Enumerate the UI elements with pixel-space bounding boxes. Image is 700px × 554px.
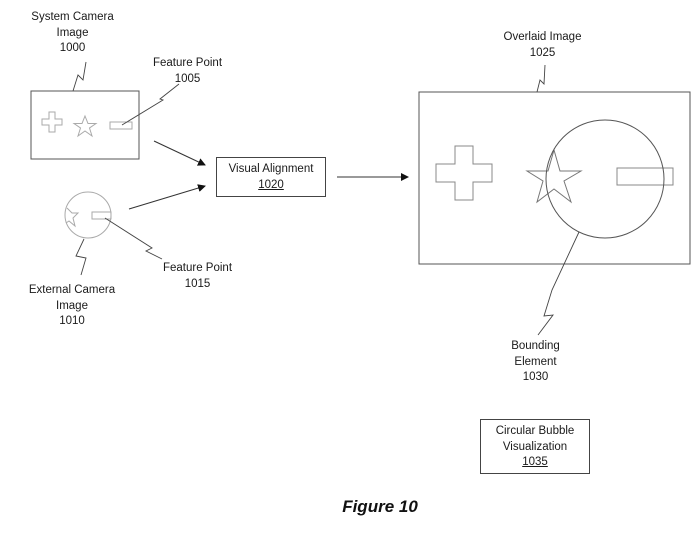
label-overlaid-image: Overlaid Image 1025 [495,30,590,61]
reference-number: 1025 [529,46,556,59]
leader-system-camera [72,61,87,92]
star-shape [72,114,98,138]
cross-shape [435,145,493,201]
bounding-circle [545,119,665,239]
circular-bubble-visualization-box: Circular Bubble Visualization 1035 [480,419,590,474]
cross-shape [41,111,63,133]
label-feature-point-1015: Feature Point 1015 [150,261,245,292]
reference-number: 1000 [59,42,86,54]
leader-feature-point-1005 [121,83,180,126]
arrow-system-to-alignment [153,140,206,166]
external-camera-image [64,191,112,239]
box-label: Visual Alignment [228,163,314,175]
label-text: Element [514,355,557,368]
reference-number: 1010 [59,315,85,327]
label-system-camera-image: System Camera Image 1000 [25,10,120,57]
visual-alignment-box: Visual Alignment 1020 [216,157,326,197]
reference-number: 1015 [184,277,211,290]
leader-bounding-element [537,231,580,336]
label-text: Feature Point [162,262,233,274]
label-bounding-element: Bounding Element 1030 [488,339,583,386]
label-text: Overlaid Image [503,31,582,43]
system-camera-image [30,90,140,160]
box-label: Circular Bubble [495,425,575,437]
label-text: Image [56,26,89,39]
leader-external-camera [75,238,87,276]
arrow-external-to-alignment [128,184,206,210]
label-text: External Camera [28,284,116,296]
star-shape [525,148,583,204]
label-text: Feature Point [152,57,223,69]
label-text: Image [56,299,88,312]
label-text: System Camera [31,11,114,23]
label-external-camera-image: External Camera Image 1010 [22,283,122,330]
box-label: Visualization [502,440,568,453]
label-text: Bounding [511,340,560,352]
rectangle-feature [616,167,674,186]
leader-overlaid-image [536,64,546,93]
reference-number: 1020 [258,178,284,191]
reference-number: 1035 [522,456,548,468]
leader-feature-point-1015 [104,217,163,260]
figure-caption: Figure 10 [342,497,418,516]
overlaid-image [418,91,691,265]
reference-number: 1030 [522,371,549,383]
reference-number: 1005 [174,72,201,85]
rectangle-feature [109,121,133,130]
rectangle-feature [91,211,112,220]
label-feature-point-1005: Feature Point 1005 [140,56,235,87]
partial-star-shape [65,207,80,228]
